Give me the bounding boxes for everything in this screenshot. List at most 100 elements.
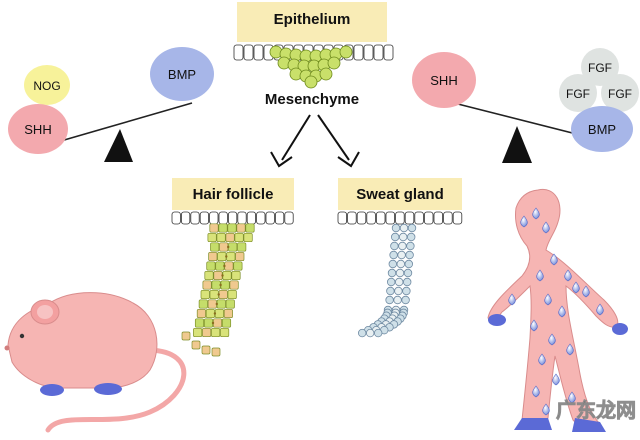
hair-follicle-cell	[204, 270, 214, 281]
right-signaling-balance: SHH FGF FGF FGF BMP	[412, 48, 639, 163]
fgf-label-right: FGF	[608, 87, 632, 101]
epithelium-label-box	[237, 2, 387, 42]
sweat-gland-cell	[393, 295, 402, 305]
right-fulcrum-icon	[502, 126, 532, 163]
hair-follicle-cell	[234, 232, 244, 243]
sweat-gland-cell	[401, 295, 410, 305]
hair-follicle-cell	[218, 223, 228, 233]
hair-shaft-cell	[221, 274, 224, 277]
sweat-gland-cell	[391, 232, 400, 242]
right-shh-label: SHH	[430, 73, 457, 88]
epithelial-cell	[180, 211, 191, 225]
sweat-droplet	[558, 305, 566, 318]
sweat-gland-cell	[365, 328, 375, 338]
sweat-gland-label-box	[338, 178, 462, 210]
fgf-bubble-right	[601, 74, 639, 112]
hair-follicle-cell	[223, 308, 233, 319]
sweat-droplet	[566, 343, 574, 356]
mouse-nose	[4, 345, 10, 351]
hair-follicle-cell	[228, 242, 238, 252]
sweat-gland-cell	[395, 277, 404, 287]
hair-follicle-cell	[235, 251, 245, 262]
sweat-gland-cell	[398, 241, 407, 251]
placode-cell	[327, 56, 341, 70]
sweat-droplet	[508, 293, 516, 306]
hair-follicle-cell	[206, 261, 216, 271]
hair-shaft-cell	[219, 283, 222, 287]
hair-follicle-cell	[181, 331, 191, 341]
epithelial-cell	[363, 44, 374, 61]
epithelial-cell	[233, 44, 244, 61]
sweat-gland-cell	[396, 259, 405, 269]
hair-follicle-cell	[227, 223, 237, 233]
hair-follicle-cell	[202, 280, 212, 290]
left-bmp-bubble	[150, 47, 214, 101]
hair-follicle-cell	[207, 299, 217, 309]
epithelial-cell	[237, 211, 247, 225]
epithelial-placode	[269, 45, 353, 89]
sweat-gland-cell	[397, 250, 406, 260]
sweat-gland-cell	[386, 286, 395, 296]
child-left-foot	[514, 418, 552, 430]
child-right-foot	[572, 418, 606, 432]
epithelial-cell	[246, 211, 256, 225]
sweat-droplet	[520, 215, 528, 228]
hair-follicle-cell	[196, 308, 206, 319]
sweat-gland-cell	[403, 277, 412, 287]
sweat-gland-cell	[399, 223, 409, 233]
sweat-gland-cell	[390, 241, 399, 251]
hair-shaft-cell	[227, 245, 230, 249]
sweat-droplet	[530, 319, 538, 332]
epithelial-cell	[414, 211, 424, 225]
hair-follicle-cell	[193, 327, 203, 338]
hair-follicle-cell	[201, 345, 211, 355]
hair-follicle-cell	[224, 261, 234, 271]
sweat-gland-group: Sweat gland	[337, 178, 463, 338]
mouse-back-foot	[94, 383, 122, 395]
hair-follicle-cell	[217, 251, 227, 262]
epithelial-cell	[199, 211, 209, 225]
sweat-gland-cell	[406, 241, 415, 251]
sweat-gland-cell	[373, 328, 383, 338]
mouse-eye	[19, 333, 25, 339]
arrow-to-sweat-gland	[317, 114, 350, 161]
hair-follicle-cell	[220, 327, 230, 338]
mouse-tail	[45, 347, 187, 433]
hair-follicle-group: Hair follicle	[171, 178, 294, 357]
epithelial-cell	[337, 211, 348, 225]
epithelial-cell	[227, 211, 238, 225]
sweat-droplets	[508, 207, 604, 416]
hair-shaft-cell	[217, 293, 220, 296]
hair-follicle-cell	[208, 251, 218, 262]
mouse-illustration	[4, 292, 187, 433]
sweat-gland-cell	[395, 268, 405, 278]
sweat-droplet	[548, 333, 556, 346]
epithelial-cell	[209, 211, 219, 225]
hair-follicle-cell	[211, 280, 221, 290]
hair-follicle-cell	[227, 289, 237, 300]
sweat-droplet	[572, 281, 580, 294]
hair-follicle-cell	[220, 280, 230, 290]
child-right-hand	[612, 323, 628, 335]
sweat-droplet	[542, 403, 550, 416]
hair-follicle-cell	[226, 251, 236, 262]
sweat-droplet	[564, 269, 572, 282]
epithelial-cell	[253, 44, 264, 61]
epithelial-cell	[274, 211, 285, 225]
left-shh-label: SHH	[24, 122, 51, 137]
sweat-gland-cell	[407, 223, 417, 233]
hair-follicle-cell	[229, 280, 239, 290]
epithelial-cell	[433, 211, 444, 225]
sweat-gland-cell	[404, 259, 413, 269]
hair-follicle-cell	[216, 232, 226, 243]
hair-shaft-cell	[223, 264, 226, 268]
child-illustration	[487, 188, 628, 432]
sweat-droplet	[532, 385, 540, 398]
sweat-gland-label: Sweat gland	[356, 186, 444, 203]
hair-follicle-cells	[181, 223, 255, 357]
sweat-droplet	[552, 373, 560, 386]
hair-follicle-label-box	[172, 178, 294, 210]
left-signaling-balance: NOG SHH BMP	[8, 47, 214, 162]
epithelial-cell	[366, 211, 376, 225]
